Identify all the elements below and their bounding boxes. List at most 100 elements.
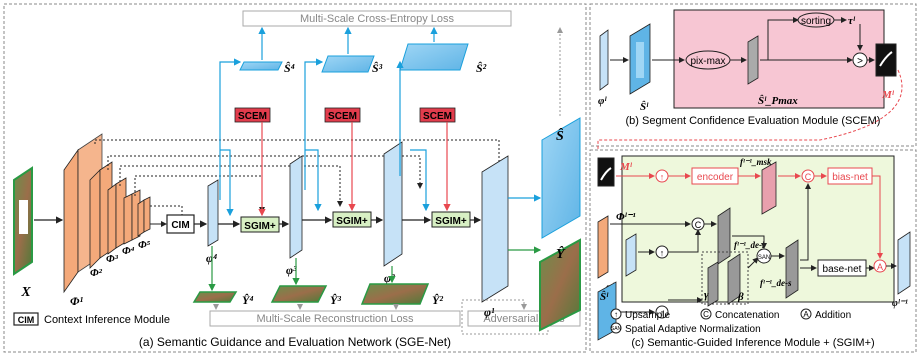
- decoder-flow: [218, 216, 482, 228]
- cross-entropy-loss-box: [242, 10, 512, 27]
- decoder-block-2: [383, 141, 403, 267]
- rec-label-3: Ŷ³: [330, 293, 341, 307]
- seg-map-3: [321, 55, 375, 73]
- seg-label-3: Ŝ³: [372, 61, 383, 75]
- rec-label-4: Ŷ⁴: [242, 293, 254, 307]
- fdel-block: [717, 207, 731, 265]
- mask-output-label: Mˡ: [881, 89, 895, 101]
- bias-net-label: bias-net: [832, 172, 868, 183]
- scem-block-2: [324, 107, 361, 123]
- compare-label: >: [857, 56, 863, 67]
- upsample-glyph-mask: ↑: [660, 172, 665, 182]
- encoder-label: encoder: [697, 172, 734, 183]
- upsample-glyph-phi: ↑: [660, 248, 665, 258]
- seg-input-label: Ŝˡ: [640, 100, 649, 113]
- legend-concat-icon: [700, 308, 712, 320]
- reconstruction-loss-box: [209, 310, 461, 327]
- concat-glyph-mid: C: [695, 220, 702, 230]
- addition-glyph: A: [877, 262, 883, 272]
- seg-l-label: Ŝˡ: [600, 290, 609, 303]
- gamma-block: [707, 261, 719, 307]
- spmax-label: Ŝˡ_Pmax: [758, 94, 798, 107]
- legend-addition-icon: [800, 308, 812, 320]
- fmsk-block: [761, 161, 777, 215]
- legend-concat-glyph: C: [703, 310, 709, 319]
- decoder-block-1: [481, 155, 509, 303]
- legend-san-glyph: SAN: [611, 326, 622, 332]
- seg-map-2: [399, 43, 469, 71]
- decoder-to-seg-arrows: [219, 26, 542, 217]
- mask-to-sgim-arrow: [595, 69, 903, 157]
- pixmax-label: pix-max: [690, 56, 725, 67]
- encoder-label-1: Φ¹: [70, 294, 83, 308]
- encoder-stack: [63, 133, 151, 294]
- encoder-label-4: Φ⁴: [122, 245, 135, 257]
- seg-label-1: Ŝ: [556, 127, 564, 144]
- cross-entropy-loss-label: Multi-Scale Cross-Entropy Loss: [300, 13, 455, 25]
- decoder-label-3: φ³: [286, 263, 297, 277]
- scem-to-sgim-arrows: [258, 122, 451, 217]
- fdes-label: fˡ⁻¹_de-s: [760, 278, 792, 288]
- panel-c-title: (c) Semantic-Guided Inference Module + (…: [631, 337, 874, 349]
- legend-san-icon: [610, 322, 622, 334]
- panel-a: Multi-Scale Cross-Entropy Loss Multi-Sca…: [3, 3, 587, 353]
- decoder-block-4: [207, 179, 219, 247]
- upsample-node-seg: [655, 305, 669, 319]
- rec-map-1: [539, 238, 581, 332]
- phi-input-label: φˡ: [598, 95, 607, 107]
- rec-map-3: [270, 285, 328, 303]
- concat-glyph-top: C: [805, 172, 812, 182]
- legend-upsample-text: Upsample: [625, 310, 670, 321]
- beta-block: [727, 253, 741, 305]
- fdel-label: fˡ⁻¹_de-l: [734, 240, 765, 250]
- encoder-label-2: Φ²: [90, 267, 103, 279]
- phi-prev-block: [597, 215, 609, 279]
- scem-label-1: SCEM: [238, 111, 267, 122]
- gamma-beta-to-san-arrow: [747, 257, 759, 269]
- panel-b: φˡ Ŝˡ pix-max Ŝˡ_Pmax sorting τˡ > Mˡ (b…: [589, 3, 917, 157]
- legend-upsample-icon: [610, 308, 622, 320]
- seg-map-4: [239, 61, 283, 71]
- fdes-block: [785, 239, 799, 299]
- scem-label-2: SCEM: [328, 111, 357, 122]
- seg-map-1: [541, 117, 581, 239]
- sgim-label-2: SGIM+: [336, 216, 368, 227]
- rec-to-loss-arrows: [213, 299, 549, 335]
- input-label: X: [20, 285, 31, 300]
- upsample-to-concat-arrow: [668, 229, 701, 253]
- sgim-label-1: SGIM+: [244, 221, 276, 232]
- seg-label-4: Ŝ⁴: [284, 61, 295, 75]
- scem-block-1: [234, 107, 271, 123]
- mask-output: [875, 43, 897, 77]
- beta-label: β: [737, 291, 744, 303]
- phi-out-block: [897, 231, 911, 295]
- encoder-label-3: Φ³: [106, 253, 119, 265]
- phi-input-block: [599, 29, 609, 91]
- gamma-beta-group: [701, 251, 749, 305]
- seg-label-2: Ŝ²: [476, 61, 487, 75]
- phi-block: [625, 233, 637, 277]
- rec-label-2: Ŷ²: [432, 293, 443, 307]
- decoder-label-2: φ²: [384, 271, 395, 285]
- fmsk-label: fˡ⁻¹_msk: [740, 157, 772, 167]
- decoder-block-3: [289, 155, 303, 259]
- sorting-label: sorting: [801, 16, 831, 27]
- legend-concat-text: Concatenation: [715, 310, 780, 321]
- panel-c: Mˡ ↑ encoder fˡ⁻¹_msk C bias-net Φˡ⁻¹ φˡ…: [589, 149, 917, 353]
- legend-addition-glyph: A: [803, 310, 809, 319]
- sgim-label-3: SGIM+: [435, 216, 467, 227]
- rec-map-2: [360, 283, 430, 305]
- phi-out-label: φˡ⁻¹: [892, 298, 908, 309]
- mask-input-label: Mˡ: [619, 161, 633, 173]
- phi-prev-label: Φˡ⁻¹: [616, 211, 636, 223]
- legend-upsample-glyph: ↑: [614, 310, 618, 319]
- cim-legend-text: Context Inference Module: [44, 314, 170, 326]
- scem-label-3: SCEM: [423, 111, 452, 122]
- rec-map-4: [192, 291, 238, 303]
- biasnet-to-add-arrow: [872, 175, 883, 259]
- san-glyph: SAN: [758, 255, 770, 261]
- cim-legend-box-label: CIM: [18, 315, 35, 325]
- fdel-to-san-arrow: [732, 235, 767, 249]
- fdes-to-concat-arrow: [800, 183, 811, 261]
